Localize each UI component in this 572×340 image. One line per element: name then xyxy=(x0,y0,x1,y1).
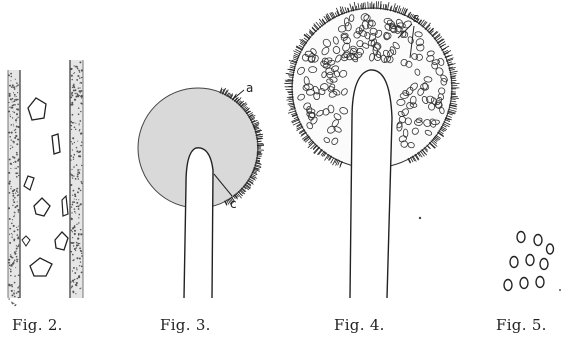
crystal xyxy=(22,236,30,246)
fig4-caption: Fig. 4. xyxy=(334,316,385,334)
fig3-stalk xyxy=(184,148,213,298)
spore xyxy=(534,235,542,246)
fig5-caption: Fig. 5. xyxy=(496,316,547,334)
fig2-hypha-drawing xyxy=(8,60,83,306)
fig4-vesicle-drawing: s xyxy=(284,1,459,298)
fig3-label-c: c xyxy=(230,197,237,211)
spore xyxy=(504,280,512,291)
crystal xyxy=(30,258,52,276)
spore xyxy=(520,278,528,289)
spore xyxy=(540,259,548,270)
crystal xyxy=(52,134,60,154)
spore xyxy=(517,232,525,243)
crystal xyxy=(34,198,50,216)
crystal xyxy=(55,232,68,250)
spore xyxy=(510,257,518,268)
spore xyxy=(536,277,544,288)
crystal xyxy=(28,98,46,120)
fig3-caption: Fig. 3. xyxy=(160,316,211,334)
fig3-label-a-line xyxy=(232,90,244,100)
fig3-vesicle-drawing: a c xyxy=(138,81,264,298)
fig4-stalk xyxy=(350,70,392,298)
fig3-label-a: a xyxy=(246,81,253,95)
fig5-spores-drawing xyxy=(504,232,561,292)
spore xyxy=(547,244,554,254)
spore xyxy=(526,255,534,266)
crystal xyxy=(24,176,34,190)
fig4-label-s: s xyxy=(413,11,419,25)
crystal xyxy=(62,196,68,216)
fig2-caption: Fig. 2. xyxy=(12,316,63,334)
